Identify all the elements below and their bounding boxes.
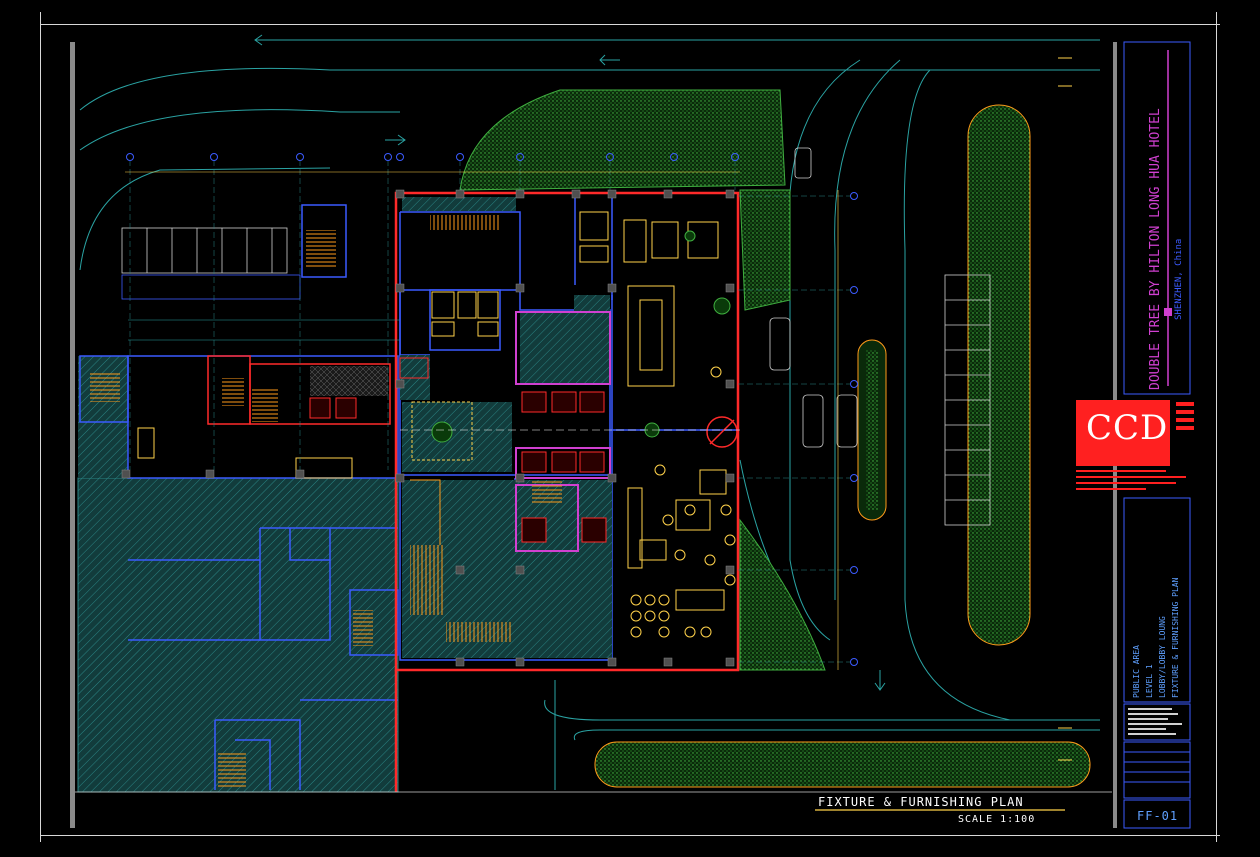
stair-core-west [252, 388, 278, 422]
north-grid-marks [1058, 57, 1072, 761]
escalator [446, 622, 512, 642]
hatched-lobby-north [402, 197, 516, 211]
frame-top-line [40, 24, 1220, 25]
landscape-island-bottom [594, 741, 1091, 788]
restrooms [431, 291, 499, 337]
project-name: DOUBLE TREE BY HILTON LONG HUA HOTEL [1148, 108, 1163, 390]
grid-lines [129, 160, 850, 663]
sheet-plan-type: FIXTURE & FURNISHING PLAN [1171, 577, 1180, 698]
grid-bubbles [126, 153, 858, 666]
landscape-east-strip [739, 189, 791, 311]
frame-right-line [1216, 12, 1217, 842]
drawing-scale: SCALE 1:100 [958, 814, 1036, 825]
main-building-outline [394, 191, 740, 792]
sheet-area: PUBLIC AREA [1132, 645, 1141, 698]
title-block-frame [1123, 41, 1191, 829]
core-west [79, 355, 391, 425]
mech-area-west [310, 366, 388, 396]
lounge-furniture [623, 219, 727, 611]
landscape-north [459, 89, 786, 191]
blue-walls-southwest [128, 527, 399, 790]
stair-southwest [218, 752, 246, 788]
frame-left-line [40, 12, 41, 842]
title-block-notes [1076, 470, 1186, 735]
stair-west-mid [353, 610, 373, 646]
parking-right [944, 274, 991, 526]
sheet-room: LOBBY/LOBBY LOUNG [1158, 616, 1167, 698]
project-location: SHENZHEN, China [1174, 238, 1184, 320]
stair-lobby-west [90, 372, 120, 402]
road-arrows [254, 34, 990, 691]
hatched-service [402, 402, 512, 472]
designer-logo [1076, 400, 1170, 466]
elevator-west [309, 397, 357, 419]
lobby-north-rooms [399, 211, 609, 379]
lounge-chairs [630, 366, 736, 638]
staircase-main [430, 215, 500, 230]
partitions-magenta [515, 311, 611, 552]
landscape-southeast [739, 518, 826, 671]
drawing-title: FIXTURE & FURNISHING PLAN [818, 795, 1024, 809]
frame-bottom-line [40, 835, 1220, 836]
stair-ballroom [410, 545, 444, 615]
designer-logo-text: CCD [1086, 408, 1169, 448]
left-margin-bar [70, 42, 75, 828]
elevators-core [521, 391, 607, 543]
parking-left [121, 227, 301, 300]
sheet-level: LEVEL 1 [1145, 664, 1154, 698]
building-north-west [127, 204, 399, 479]
stair-north-west [306, 230, 336, 268]
logo-chinese-mark [1176, 402, 1194, 430]
stair-core-south [532, 480, 562, 504]
parked-cars [769, 147, 858, 448]
revolving-door [706, 416, 738, 448]
grid-columns [121, 189, 735, 667]
sheet-number: FF-01 [1137, 809, 1179, 823]
